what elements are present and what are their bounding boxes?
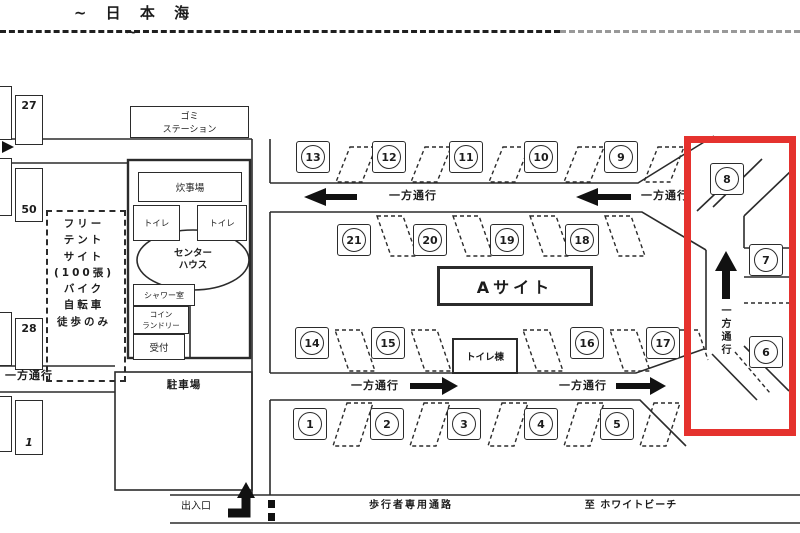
highlight-rectangle <box>684 136 796 436</box>
center-house-label: センター ハウス <box>173 248 212 271</box>
pitch-badge-11: 11 <box>449 141 483 173</box>
pitch-number: 3 <box>452 412 476 436</box>
one-way-arrow-left-icon-2 <box>576 188 631 206</box>
garbage-station-box: ゴミ ステーション <box>130 106 249 138</box>
shoreline-dashed-right <box>560 30 800 33</box>
pitch-badge-14: 14 <box>295 327 329 359</box>
one-way-label-left-road: 一方通行 <box>5 369 53 382</box>
one-way-label-vertical: 一方通行 <box>719 305 730 357</box>
pitch-number: 11 <box>454 145 478 169</box>
pitch-badge-12: 12 <box>372 141 406 173</box>
lot-number: 27 <box>21 99 37 112</box>
one-way-arrow-right-icon-1 <box>410 377 458 395</box>
pitch-badge-8: 8 <box>710 163 744 195</box>
toilet-left-box: トイレ <box>133 205 180 241</box>
small-arrow-icon <box>2 141 14 153</box>
entrance-label: 出入口 <box>181 501 211 512</box>
one-way-arrow-up-icon <box>715 251 737 299</box>
pitch-number: 16 <box>575 331 599 355</box>
cooking-area-box: 炊事場 <box>138 172 242 202</box>
pitch-badge-4: 4 <box>524 408 558 440</box>
pitch-number: 1 <box>298 412 322 436</box>
pitch-badge-5: 5 <box>600 408 634 440</box>
pitch-number: 5 <box>605 412 629 436</box>
pitch-number: 12 <box>377 145 401 169</box>
path-divider-dot <box>268 500 275 508</box>
pitch-number: 15 <box>376 331 400 355</box>
lot-box-1: 1 <box>15 400 43 455</box>
pitch-number: 21 <box>342 228 366 252</box>
pitch-number: 20 <box>418 228 442 252</box>
pitch-badge-9: 9 <box>604 141 638 173</box>
pitch-badge-15: 15 <box>371 327 405 359</box>
pitch-number: 8 <box>715 167 739 191</box>
path-divider-dot <box>268 513 275 521</box>
pitch-number: 4 <box>529 412 553 436</box>
toilet-building-box: トイレ棟 <box>452 338 518 374</box>
one-way-label-bottom-1: 一方通行 <box>351 379 399 392</box>
pitch-badge-1: 1 <box>293 408 327 440</box>
pitch-number: 18 <box>570 228 594 252</box>
lot-fragment <box>0 86 12 140</box>
a-site-label-box: Aサイト <box>437 266 593 306</box>
pitch-dividers <box>17 128 791 447</box>
sea-title: ~ 日 本 海 ~ <box>73 4 197 41</box>
pitch-number: 14 <box>300 331 324 355</box>
pitch-badge-21: 21 <box>337 224 371 256</box>
toilet-right-box: トイレ <box>197 205 247 241</box>
pitch-badge-20: 20 <box>413 224 447 256</box>
pitch-badge-3: 3 <box>447 408 481 440</box>
one-way-label-top-2: 一方通行 <box>641 189 689 202</box>
free-tent-site-label: フリー テント サイト (100張) バイク 自転車 徒歩のみ <box>53 218 114 328</box>
pitch-number: 2 <box>375 412 399 436</box>
lot-fragment <box>0 158 12 216</box>
coin-laundry-box: コイン ランドリー <box>133 306 189 334</box>
pitch-badge-10: 10 <box>524 141 558 173</box>
one-way-label-bottom-2: 一方通行 <box>559 379 607 392</box>
pitch-number: 19 <box>495 228 519 252</box>
pitch-badge-16: 16 <box>570 327 604 359</box>
lot-box-28: 28 <box>15 318 43 370</box>
shower-room-box: シャワー室 <box>133 284 195 306</box>
reception-box: 受付 <box>133 334 185 360</box>
free-tent-site-box <box>46 210 126 382</box>
one-way-label-top-1: 一方通行 <box>389 189 437 202</box>
one-way-arrow-right-icon-2 <box>616 377 666 395</box>
pitch-badge-2: 2 <box>370 408 404 440</box>
shoreline-dashed-left <box>0 30 560 33</box>
pitch-badge-7: 7 <box>749 244 783 276</box>
to-white-beach-label: 至 ホワイトビーチ <box>584 500 678 511</box>
pitch-number: 9 <box>609 145 633 169</box>
lot-number: 28 <box>21 322 37 335</box>
lot-number: 50 <box>21 203 37 216</box>
lot-fragment <box>0 396 12 452</box>
parking-label: 駐車場 <box>166 379 202 391</box>
pitch-number: 6 <box>754 340 778 364</box>
pedestrian-path-label: 歩行者専用通路 <box>369 500 453 511</box>
pitch-badge-19: 19 <box>490 224 524 256</box>
pitch-number: 10 <box>529 145 553 169</box>
pitch-badge-6: 6 <box>749 336 783 368</box>
lot-box-27: 27 <box>15 95 43 145</box>
lot-fragment <box>0 312 12 366</box>
pitch-badge-17: 17 <box>646 327 680 359</box>
pitch-number: 17 <box>651 331 675 355</box>
entrance-turn-arrow-icon <box>228 482 255 518</box>
pitch-number: 7 <box>754 248 778 272</box>
pitch-badge-18: 18 <box>565 224 599 256</box>
lot-box-50: 50 <box>15 168 43 222</box>
lot-number: 1 <box>25 436 33 449</box>
one-way-arrow-left-icon-1 <box>304 188 357 206</box>
pitch-number: 13 <box>301 145 325 169</box>
pitch-badge-13: 13 <box>296 141 330 173</box>
